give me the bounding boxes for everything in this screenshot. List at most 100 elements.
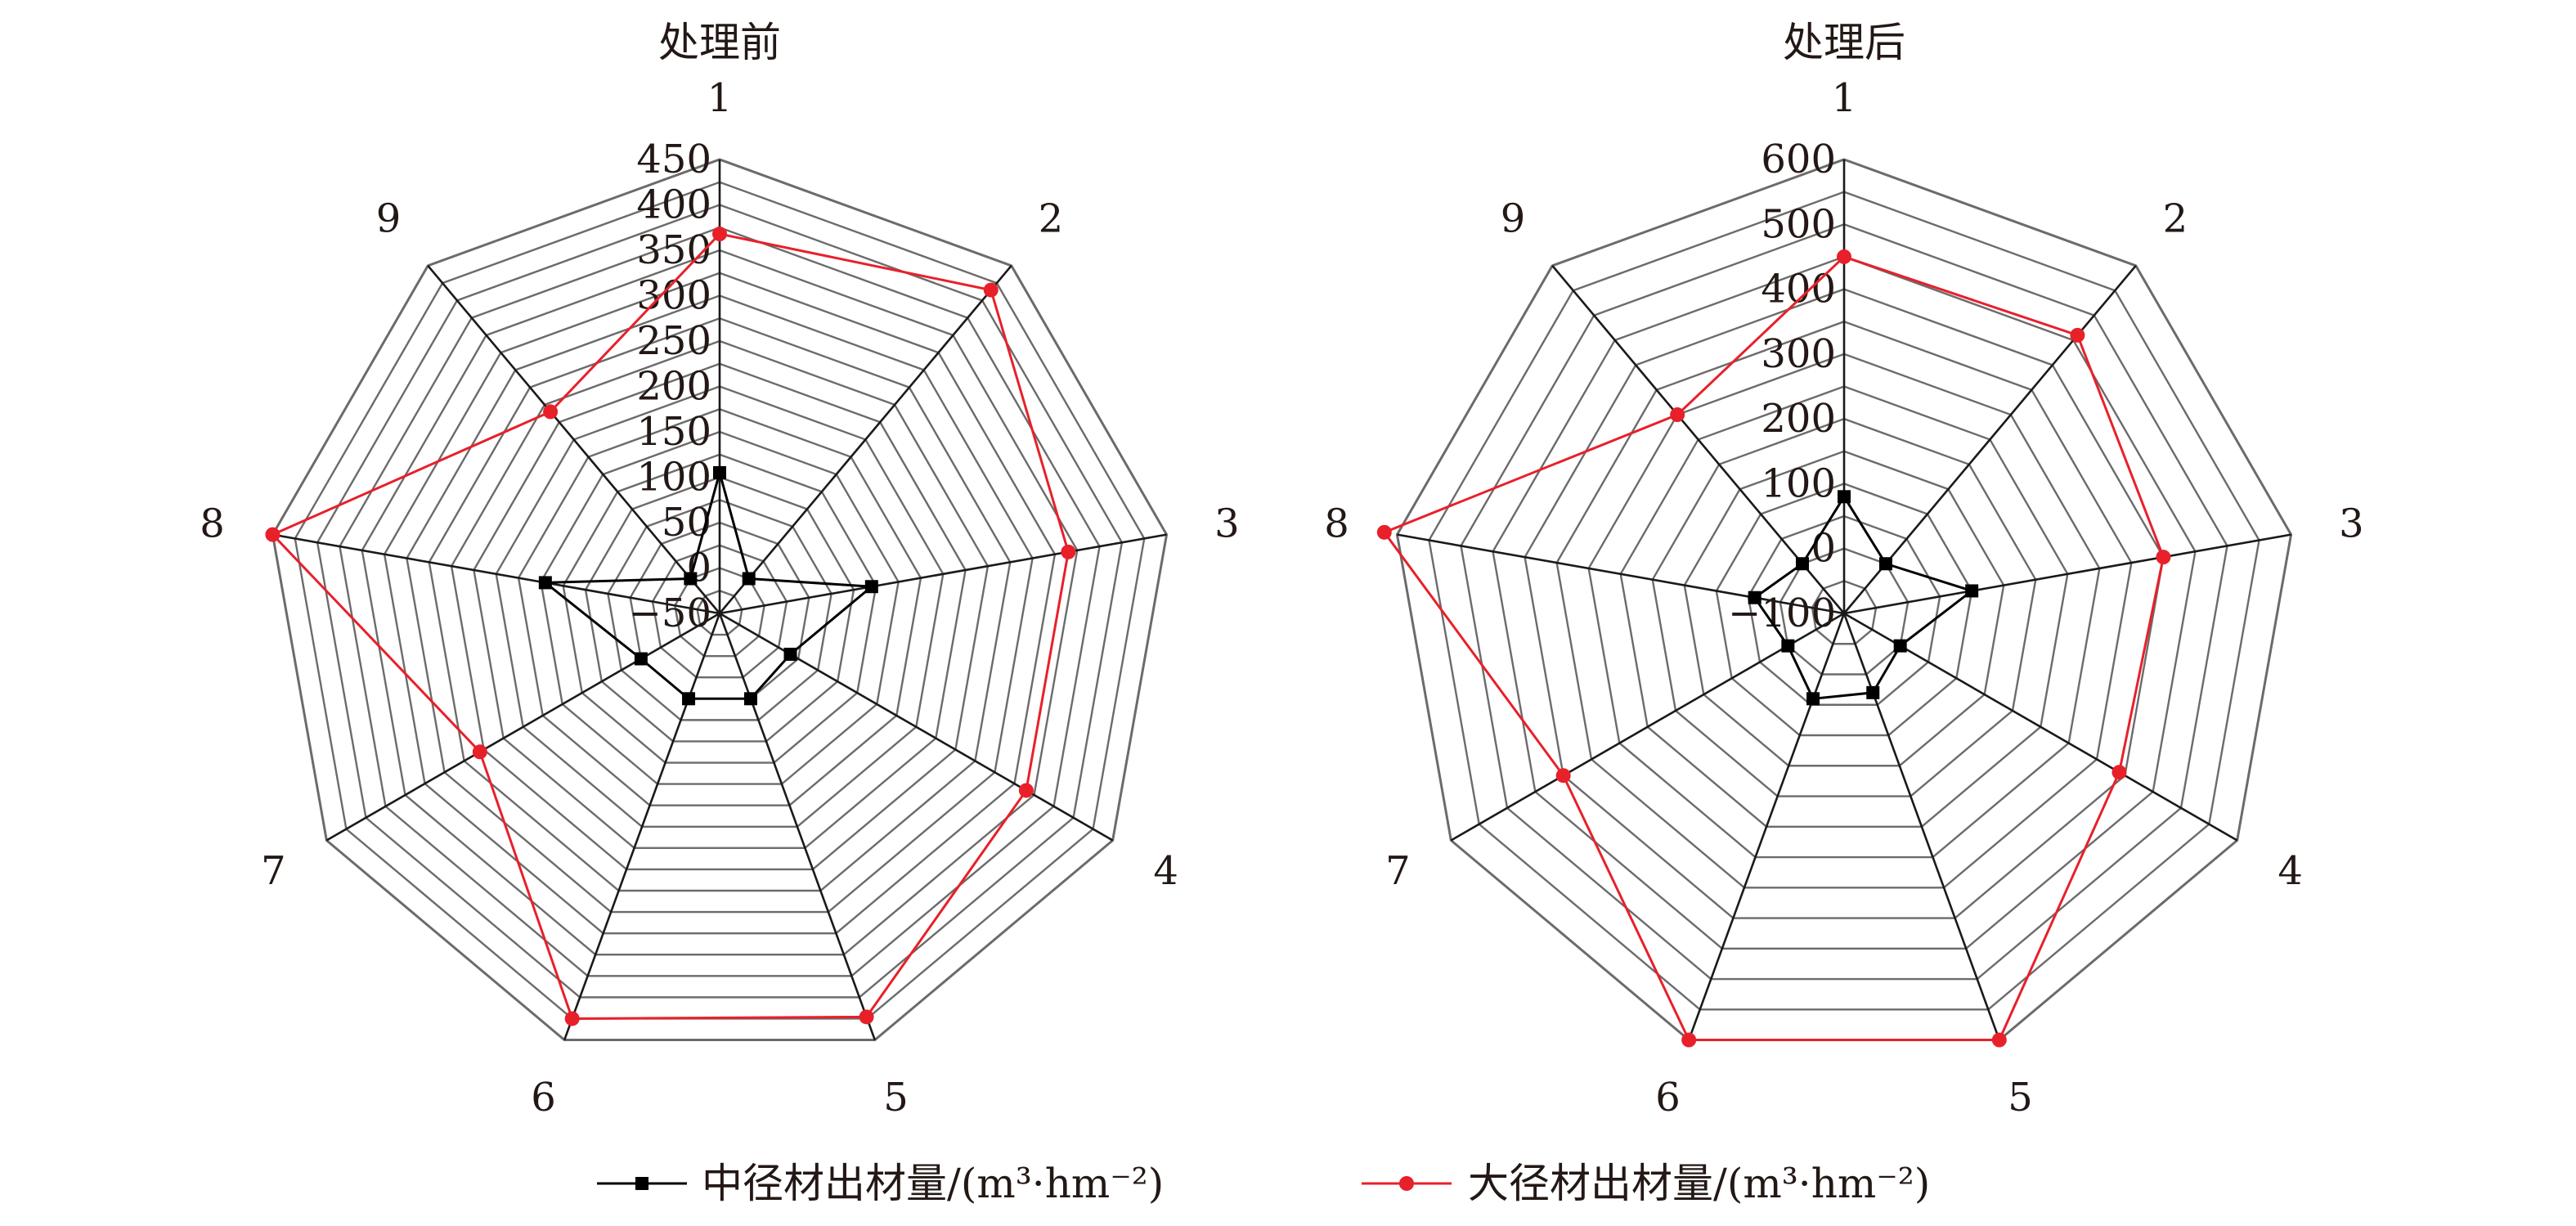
legend-label: 大径材出材量/(m³·hm⁻²) xyxy=(1468,1160,1930,1207)
data-point-square xyxy=(682,692,696,706)
grid-ring xyxy=(1555,320,2133,889)
grid-ring xyxy=(584,476,855,743)
grid-ring xyxy=(1492,255,2197,950)
tick-label: 200 xyxy=(636,364,711,410)
data-point-square xyxy=(1748,591,1761,604)
data-point-square xyxy=(538,576,552,590)
grid-ring xyxy=(428,317,1012,892)
tick-label: 150 xyxy=(636,409,711,455)
axis-label-8: 8 xyxy=(200,501,225,547)
spoke xyxy=(1450,612,1845,842)
grid-ring xyxy=(1683,450,2005,767)
axis-label-2: 2 xyxy=(2163,195,2188,241)
tick-label: 250 xyxy=(636,318,711,364)
axis-label-9: 9 xyxy=(1501,195,1526,241)
data-point-circle xyxy=(859,1009,874,1025)
data-point-square xyxy=(1878,557,1892,571)
axis-label-1: 1 xyxy=(707,75,733,121)
data-point-circle xyxy=(1555,768,1571,784)
grid-ring xyxy=(1811,580,1878,645)
grid-ring xyxy=(271,158,1169,1042)
grid-ring xyxy=(1779,547,1910,676)
spoke xyxy=(563,613,721,1040)
data-point-circle xyxy=(2070,327,2085,343)
legend-marker-circle xyxy=(1399,1176,1414,1191)
data-point-square xyxy=(1838,490,1851,504)
legend: 中径材出材量/(m³·hm⁻²) 大径材出材量/(m³·hm⁻²) xyxy=(597,1160,1930,1207)
tick-label: −50 xyxy=(629,591,711,636)
data-point-circle xyxy=(2156,550,2171,565)
tick-label: 0 xyxy=(1811,526,1836,572)
axis-label-7: 7 xyxy=(1385,848,1411,894)
spoke xyxy=(718,613,877,1040)
spoke xyxy=(1551,265,1845,614)
data-point-square xyxy=(1893,639,1907,653)
data-point-square xyxy=(1965,584,1979,598)
legend-label: 中径材出材量/(m³·hm⁻²) xyxy=(702,1160,1164,1207)
data-point-circle xyxy=(1837,249,1851,264)
spoke xyxy=(1842,613,2001,1040)
axis-label-8: 8 xyxy=(1324,501,1349,547)
axis-label-4: 4 xyxy=(1153,848,1178,894)
series-medium-diameter xyxy=(538,465,878,706)
tick-label: 300 xyxy=(1761,331,1836,377)
spoke xyxy=(1843,265,2137,614)
series-line xyxy=(541,468,875,700)
spoke xyxy=(1843,533,2291,615)
spoke xyxy=(272,533,720,615)
series-large-diameter xyxy=(1376,249,2171,1048)
spoke xyxy=(1843,612,2238,842)
grid-ring xyxy=(316,204,1124,999)
spoke xyxy=(719,533,1167,615)
axis-label-3: 3 xyxy=(2339,501,2364,547)
data-point-square xyxy=(743,692,757,706)
axis-label-2: 2 xyxy=(1039,195,1064,241)
spoke xyxy=(325,612,720,842)
grid-ring xyxy=(1619,385,2069,828)
tick-label: 350 xyxy=(636,227,711,273)
radar-chart-before: 处理前123456789−500501001502002503003504004… xyxy=(200,19,1239,1120)
data-point-square xyxy=(634,652,648,666)
data-point-circle xyxy=(712,227,727,242)
chart-title: 处理后 xyxy=(1783,19,1905,66)
data-point-circle xyxy=(543,404,559,420)
data-point-square xyxy=(1806,692,1820,706)
grid-ring xyxy=(1587,353,2101,859)
tick-label: 500 xyxy=(1761,201,1836,247)
axis-label-7: 7 xyxy=(261,848,286,894)
axis-label-9: 9 xyxy=(376,195,402,241)
axis-label-1: 1 xyxy=(1832,75,1857,121)
axis-label-3: 3 xyxy=(1214,501,1240,547)
grid-ring xyxy=(383,272,1057,935)
data-point-square xyxy=(684,572,698,586)
spoke xyxy=(719,265,1012,614)
grid-ring xyxy=(1715,483,1973,737)
grid-ring xyxy=(495,385,945,828)
grid-ring xyxy=(517,407,922,806)
tick-label: 400 xyxy=(636,182,711,228)
series-medium-diameter xyxy=(1748,490,1979,706)
grid-ring xyxy=(1524,288,2165,919)
chart-title: 处理前 xyxy=(658,19,781,66)
tick-label: 400 xyxy=(1761,267,1836,312)
series-line xyxy=(270,232,1070,1020)
series-large-diameter xyxy=(265,227,1076,1026)
grid-ring xyxy=(473,362,967,850)
tick-label: 100 xyxy=(1761,460,1836,506)
data-point-circle xyxy=(1376,524,1392,540)
axis-label-6: 6 xyxy=(531,1075,556,1120)
data-point-square xyxy=(1796,557,1810,571)
legend-item-medium-diameter: 中径材出材量/(m³·hm⁻²) xyxy=(597,1160,1164,1207)
legend-item-large-diameter: 大径材出材量/(m³·hm⁻²) xyxy=(1362,1160,1930,1207)
tick-label: 100 xyxy=(636,455,711,501)
data-point-square xyxy=(713,465,726,479)
spoke xyxy=(1397,533,1845,615)
legend-marker-square xyxy=(635,1177,648,1190)
data-point-circle xyxy=(564,1011,580,1026)
data-point-circle xyxy=(1018,783,1034,798)
data-point-square xyxy=(864,580,878,594)
series-line xyxy=(1382,255,2165,1042)
data-point-square xyxy=(1866,685,1880,699)
